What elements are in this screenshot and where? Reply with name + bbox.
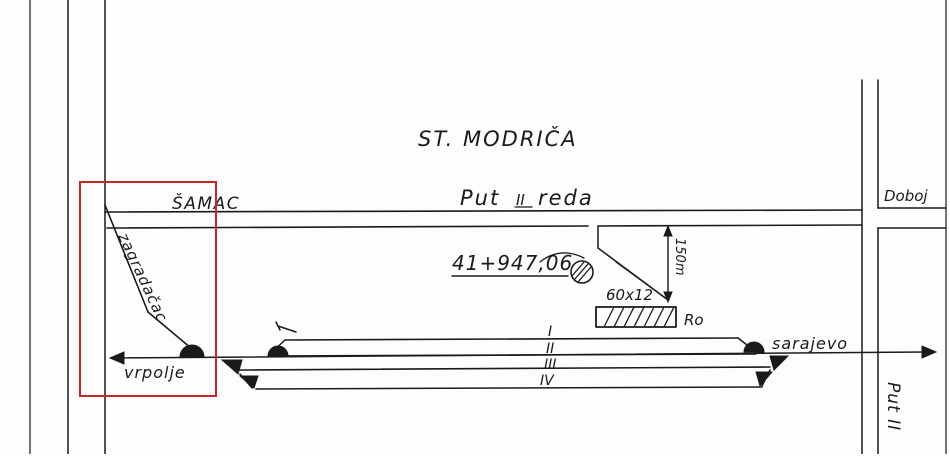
chainage-marker-hatch-1 (573, 263, 589, 281)
direction-vrpolje: vrpolje (124, 363, 186, 382)
distance-label: 150m (672, 238, 687, 275)
arrow-sarajevo (921, 345, 938, 359)
arrow-vrpolje (108, 351, 125, 365)
direction-samac: ŠAMAC (172, 192, 240, 214)
buffer-stop-line (277, 325, 297, 333)
track-2 (269, 353, 757, 357)
turnout-marker-6 (755, 371, 774, 388)
buffer-stop-end (275, 321, 281, 331)
access-road-diagonal-inner (615, 261, 669, 301)
track-label-1: I (548, 324, 552, 340)
road-upper-edge (104, 209, 863, 213)
distance-arrow-head-bottom (663, 291, 673, 304)
road-label-prefix: Put (460, 186, 500, 210)
track-4 (255, 386, 763, 390)
direction-sarajevo: sarajevo (772, 334, 848, 353)
road-lower-edge-left (106, 225, 589, 229)
station-building-hatching (603, 306, 675, 328)
turnout-marker-4 (769, 355, 790, 371)
branch-line-left (104, 204, 149, 313)
turnout-marker-2 (743, 341, 765, 353)
turnout-marker-1 (267, 345, 289, 357)
station-title: ST. MODRIČA (418, 126, 578, 151)
track-label-4: IV (540, 373, 555, 389)
chainage-marker-circle (570, 260, 594, 284)
road-lower-edge-right (597, 224, 863, 227)
junction-marker-left (179, 344, 205, 358)
track-label-2: II (546, 341, 554, 357)
building-label: Ro (684, 311, 704, 329)
road-right-label: Put II (883, 382, 903, 431)
track-1-top (284, 337, 739, 341)
distance-arrow-head-top (663, 224, 673, 237)
road-label-suffix: reda (538, 186, 594, 210)
direction-doboj: Doboj (884, 187, 928, 205)
road-label-numeral: II (516, 191, 525, 209)
chainage-marker-hatch-3 (571, 261, 585, 277)
chainage-marker-hatch-2 (577, 266, 592, 283)
track-label-3: III (544, 357, 556, 373)
chainage-leader (539, 252, 585, 263)
platform-size-label: 60x12 (606, 286, 653, 304)
highlight-box (79, 181, 217, 397)
turnout-marker-3 (220, 359, 243, 375)
turnout-marker-5 (238, 375, 259, 389)
track-3 (237, 366, 771, 371)
station-building (595, 306, 677, 328)
direction-zagradacac: zagradačac (114, 229, 171, 325)
